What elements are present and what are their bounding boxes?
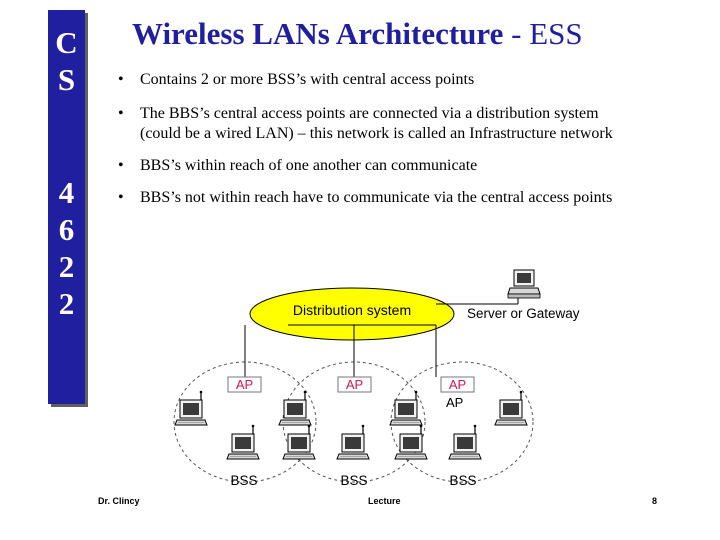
bss-label: BSS	[449, 473, 476, 488]
bullet-item: The BBS’s central access points are conn…	[118, 104, 638, 144]
access-point: AP	[227, 376, 262, 393]
bullet-item: BBS’s not within reach have to communica…	[118, 188, 638, 208]
server-computer-icon	[507, 269, 541, 299]
slide-title-main: Wireless LANs Architecture	[132, 16, 504, 51]
station-computer-icon	[389, 390, 423, 426]
course-letter: S	[57, 62, 76, 97]
ess-diagram: Distribution system Server or Gateway AP…	[162, 268, 594, 490]
station-computer-icon	[282, 424, 316, 460]
station-computer-icon	[394, 424, 428, 460]
station-computer-icon	[448, 424, 482, 460]
station-computer-icon	[226, 424, 260, 460]
course-digit: 2	[58, 286, 75, 321]
bullet-list: Contains 2 or more BSS’s with central ac…	[118, 70, 638, 208]
distribution-system-ellipse	[249, 287, 455, 341]
footer-center: Lecture	[368, 496, 401, 506]
slide-title-suffix: - ESS	[503, 16, 583, 51]
bullet-item: BBS’s within reach of one another can co…	[118, 156, 638, 176]
server-label: Server or Gateway	[467, 306, 580, 321]
access-point-label: AP	[346, 377, 363, 392]
station-computer-icon	[494, 390, 528, 426]
access-point-label: AP	[236, 377, 253, 392]
page-number: 8	[652, 496, 658, 506]
course-digit: 2	[58, 249, 75, 284]
course-letter: C	[55, 25, 78, 60]
course-digit: 4	[58, 175, 75, 210]
access-point-caption: AP	[446, 395, 463, 410]
access-point: AP	[337, 376, 372, 393]
slide-title: Wireless LANs Architecture - ESS	[132, 16, 632, 52]
distribution-system-label: Distribution system	[293, 302, 411, 318]
bullet-item: Contains 2 or more BSS’s with central ac…	[118, 70, 638, 90]
station-computer-icon	[278, 390, 312, 426]
course-letters: C S	[48, 24, 85, 98]
course-number: 4 6 2 2	[48, 174, 85, 322]
access-point: AP	[440, 376, 475, 393]
bss-label: BSS	[340, 473, 367, 488]
side-band: C S 4 6 2 2	[48, 10, 85, 404]
station-computer-icon	[336, 424, 370, 460]
bss-label: BSS	[230, 473, 257, 488]
access-point-label: AP	[449, 377, 466, 392]
footer-author: Dr. Clincy	[98, 496, 140, 506]
station-computer-icon	[174, 390, 208, 426]
course-digit: 6	[58, 212, 75, 247]
